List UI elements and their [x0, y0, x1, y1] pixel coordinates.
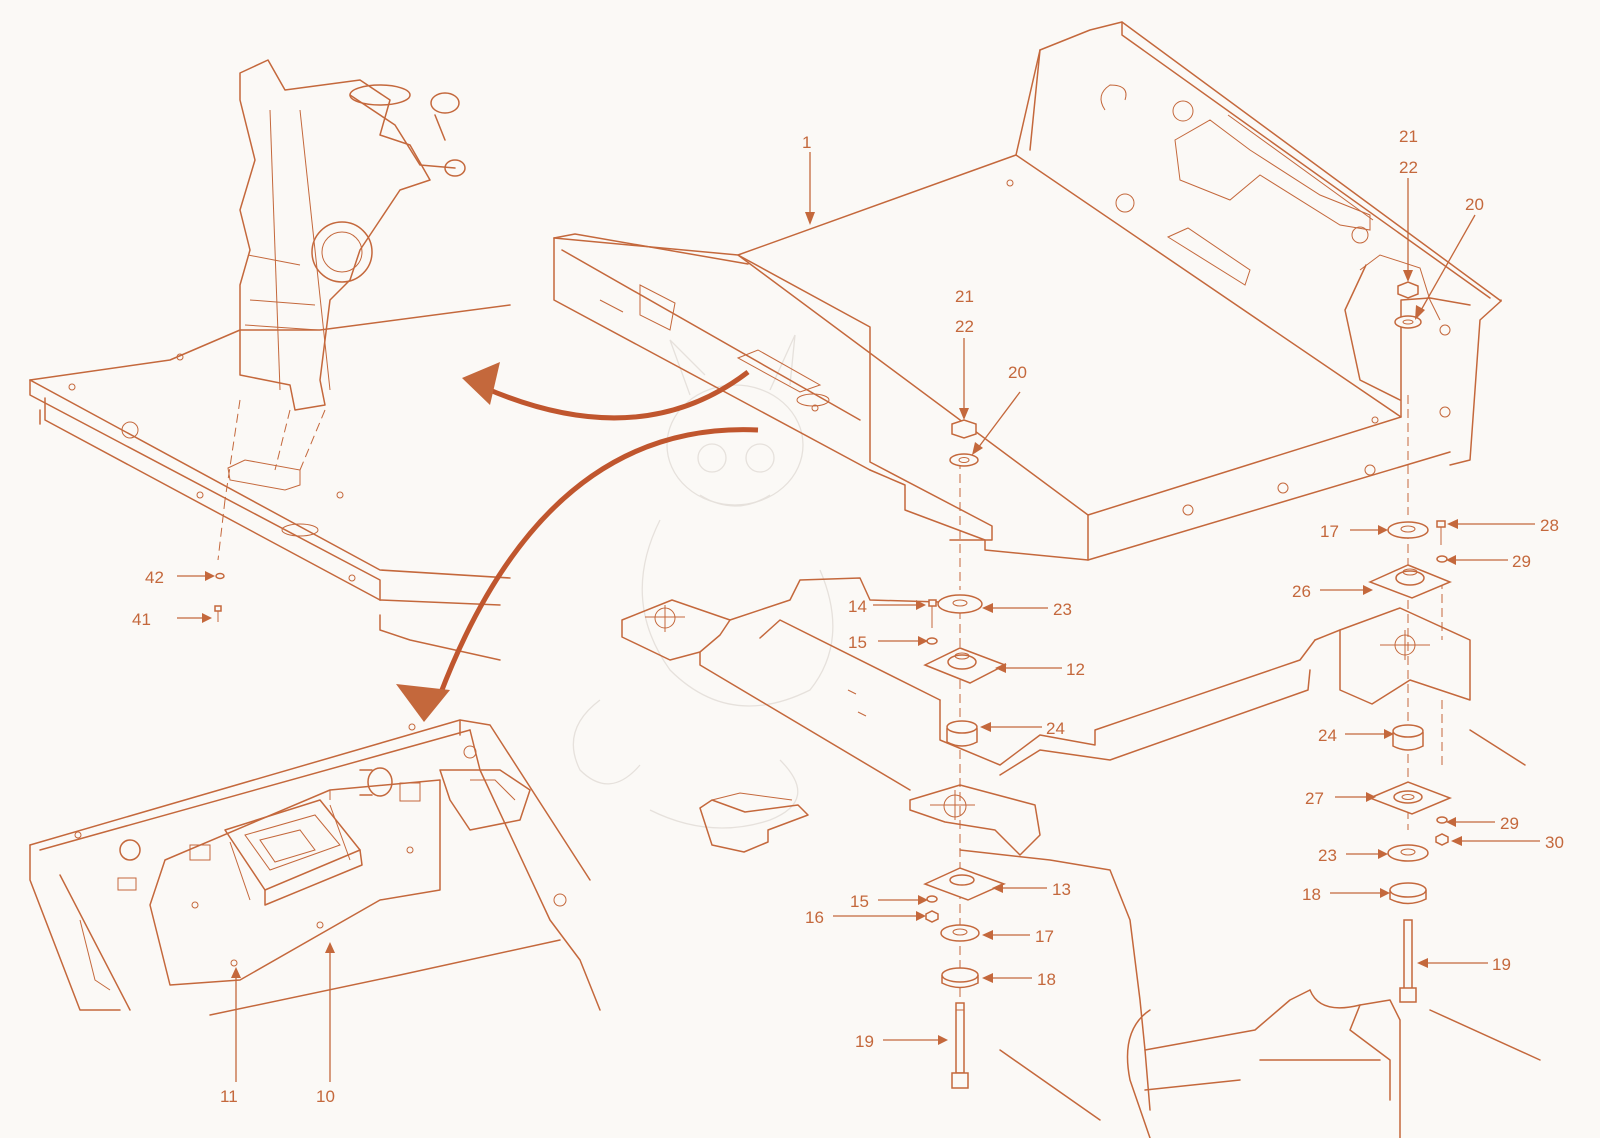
callout-18: 18	[1037, 970, 1056, 989]
callout-27: 27	[1305, 789, 1324, 808]
assembly-axes	[959, 395, 1443, 1000]
callout-15: 15	[850, 892, 869, 911]
callout-26: 26	[1292, 582, 1311, 601]
left-mount-stack	[923, 419, 1007, 1089]
callout-22: 22	[1399, 158, 1418, 177]
callout-41: 41	[132, 610, 151, 629]
callout-1: 1	[802, 133, 811, 152]
main-frame-part-1	[553, 21, 1502, 561]
callout-23: 23	[1318, 846, 1337, 865]
lower-frame	[959, 849, 1541, 1138]
callout-19: 19	[855, 1032, 874, 1051]
right-mount-stack	[1367, 281, 1453, 1003]
callout-20: 20	[1008, 363, 1027, 382]
callout-29: 29	[1512, 552, 1531, 571]
callout-20: 20	[1465, 195, 1484, 214]
steering-tower-inset	[29, 59, 511, 661]
callout-21: 21	[1399, 127, 1418, 146]
callout-19: 19	[1492, 955, 1511, 974]
console-inset	[29, 719, 601, 1016]
leader-lines	[177, 152, 1540, 1082]
callout-42: 42	[145, 568, 164, 587]
callout-23: 23	[1053, 600, 1072, 619]
callout-11: 11	[220, 1087, 238, 1106]
callout-24: 24	[1318, 726, 1337, 745]
callout-10: 10	[316, 1087, 335, 1106]
callout-18: 18	[1302, 885, 1321, 904]
callout-16: 16	[805, 908, 824, 927]
callout-22: 22	[955, 317, 974, 336]
direction-arrow-icon	[699, 792, 809, 853]
callout-30: 30	[1545, 833, 1564, 852]
callout-15: 15	[848, 633, 867, 652]
callout-29: 29	[1500, 814, 1519, 833]
callout-28: 28	[1540, 516, 1559, 535]
callout-13: 13	[1052, 880, 1071, 899]
callout-17: 17	[1320, 522, 1339, 541]
orientation-arrows	[396, 362, 759, 722]
callout-24: 24	[1046, 719, 1065, 738]
watermark-mascot	[572, 334, 834, 829]
callout-17: 17	[1035, 927, 1054, 946]
callout-12: 12	[1066, 660, 1085, 679]
callout-14: 14	[848, 597, 867, 616]
callout-21: 21	[955, 287, 974, 306]
callout-labels: 1 21 22 20 21 22 20 17 28 29 26 14 23 15…	[132, 127, 1564, 1106]
sub-frame-rail	[621, 577, 1526, 856]
